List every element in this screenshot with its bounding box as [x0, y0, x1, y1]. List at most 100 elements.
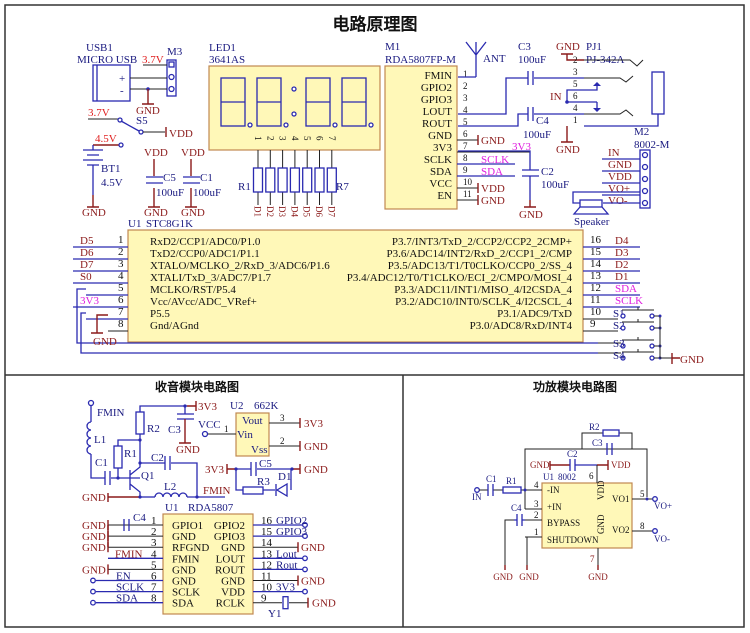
led-resistor [314, 167, 325, 193]
s1-button[interactable] [620, 313, 626, 319]
amp-num: 8 [640, 521, 645, 531]
fm-net-label: GND [312, 598, 336, 610]
amp-vo-plus: VO+ [654, 501, 672, 511]
fm-u1-pin-number: 6 [151, 571, 157, 583]
fm-u1-pin-name: SDA [172, 598, 194, 610]
mcu-pin-name: XTALI/TxD_3/ADC7/P1.7 [150, 272, 272, 284]
led-net-label: D3 [277, 206, 287, 217]
mcu-net-label: SDA [615, 283, 637, 295]
m1-pin-number: 2 [463, 81, 468, 91]
m2-pin-label: VDD [608, 171, 632, 183]
fm-u1-pin-number: 16 [261, 515, 273, 527]
mcu-net-label: D5 [80, 235, 94, 247]
amp-c1-ref: C1 [486, 474, 497, 484]
c4-value: 100uF [523, 129, 551, 141]
m1-pin-name: SDA [430, 166, 452, 178]
mcu-pin-number: 14 [590, 258, 602, 270]
mcu-pin-number: 1 [118, 234, 124, 246]
s4-button[interactable] [620, 355, 626, 361]
l1-ref: L1 [94, 434, 106, 446]
switch-gnd: GND [680, 354, 704, 366]
fm-net-label: FMIN [115, 548, 143, 560]
c1-ref: C1 [200, 172, 213, 184]
fm-u1-pin-number: 12 [261, 559, 272, 571]
fm-c3-3v3: 3V3 [198, 401, 217, 413]
m1-pin-number: 11 [463, 189, 472, 199]
m1-pin-number: 3 [463, 93, 468, 103]
fm-net-label: GPIO2 [276, 515, 307, 527]
c1-ref: C1 [95, 457, 108, 469]
led-pin-number: 4 [290, 136, 300, 141]
jack-pin: 1 [573, 115, 578, 125]
mcu-pin-number: 5 [118, 282, 124, 294]
fm-u1-pin-number: 4 [151, 548, 157, 560]
fm-u1-pin-number: 13 [261, 548, 273, 560]
led-net-label: D5 [302, 206, 312, 217]
u2-vin: Vin [237, 429, 253, 441]
fm-u1-pin-number: 10 [261, 582, 273, 594]
power-section: USB1 MICRO USB 3.7V M3 + - GND 3.7V S5 V… [77, 42, 221, 219]
u2-pin3: 3 [280, 413, 285, 423]
m1-pin-name: GPIO2 [421, 82, 452, 94]
c1-gnd: GND [181, 207, 205, 219]
mcu-pin-name: P3.5/ADC13/T1/T0CLKO/CCP0_2/SS_4 [388, 260, 573, 272]
fm-net-label: GND [82, 520, 106, 532]
audio-jack: PJ1 PJ-342A GND 2 3 5 6 4 1 IN GND [550, 41, 665, 156]
amp-u1-value: 8002 [558, 472, 576, 482]
mcu-pin-number: 13 [590, 270, 602, 282]
mcu-pin-name: P3.1/ADC9/TxD [497, 308, 572, 320]
u2-pin2: 2 [280, 436, 285, 446]
fm-c5-gnd: GND [304, 464, 328, 476]
s2-button[interactable] [620, 325, 626, 331]
m1-pin-number: 5 [463, 117, 468, 127]
bt1-ref: BT1 [101, 163, 121, 175]
fm-r1-ref: R1 [124, 448, 137, 460]
amp-in: IN [472, 492, 482, 502]
c3-ref: C3 [518, 41, 531, 53]
s3-button[interactable] [620, 343, 626, 349]
led-net-label: D4 [289, 206, 299, 217]
mcu-pin-name: Vcc/AVcc/ADC_VRef+ [150, 296, 257, 308]
m1-ref: M1 [385, 41, 400, 53]
fm-u1-pin-name: VDD [221, 587, 245, 599]
mcu-pin-name: Gnd/AGnd [150, 320, 199, 332]
jack-gnd-top: GND [556, 41, 580, 53]
jack-pin: 5 [573, 79, 578, 89]
led-pin-number: 7 [327, 136, 337, 141]
m1-net-label: GND [481, 195, 505, 207]
r7-ref: R7 [336, 181, 349, 193]
m1-net-label: VDD [481, 183, 505, 195]
speaker-icon [579, 199, 603, 208]
fm-u1-pin-number: 7 [151, 582, 157, 594]
amp-pin-gnd: GND [596, 514, 606, 534]
mcu-pin-number: 15 [590, 246, 602, 258]
colon-dot [291, 86, 297, 92]
amp-num: 1 [534, 527, 539, 537]
mcu-net-label: D2 [615, 259, 628, 271]
c4-ref: C4 [536, 115, 549, 127]
led-body [208, 65, 381, 151]
s5-net-label: 3.7V [88, 107, 110, 119]
led-resistor [289, 167, 301, 193]
mcu-net-label: D4 [615, 235, 629, 247]
bt-net-label: 4.5V [95, 133, 117, 145]
fm-u1-pin-name: GND [172, 531, 196, 543]
led-pin-number: 5 [302, 136, 312, 141]
fm-u1-pin-name: GPIO3 [214, 531, 246, 543]
m1-pin-name: FMIN [424, 70, 452, 82]
usb-ref: USB1 [86, 42, 113, 54]
switch-label: S2 [613, 320, 625, 332]
amp-u1-ref: U1 [543, 472, 554, 482]
fm-section: 收音模块电路图 FMIN L1 C1 R1 Q1 R2 C2 3V3 C3 VC… [82, 379, 336, 620]
mcu-pin-number: 7 [118, 306, 124, 318]
fm-net-label: SCLK [116, 582, 144, 594]
mcu-net-label: D6 [80, 247, 94, 259]
m2-ref: M2 [634, 126, 649, 138]
fm-u1-pin-number: 1 [151, 515, 157, 527]
fm-u1-pin-name: GND [172, 564, 196, 576]
u2-ref: U2 [230, 400, 243, 412]
mcu-pin-number: 2 [118, 246, 124, 258]
